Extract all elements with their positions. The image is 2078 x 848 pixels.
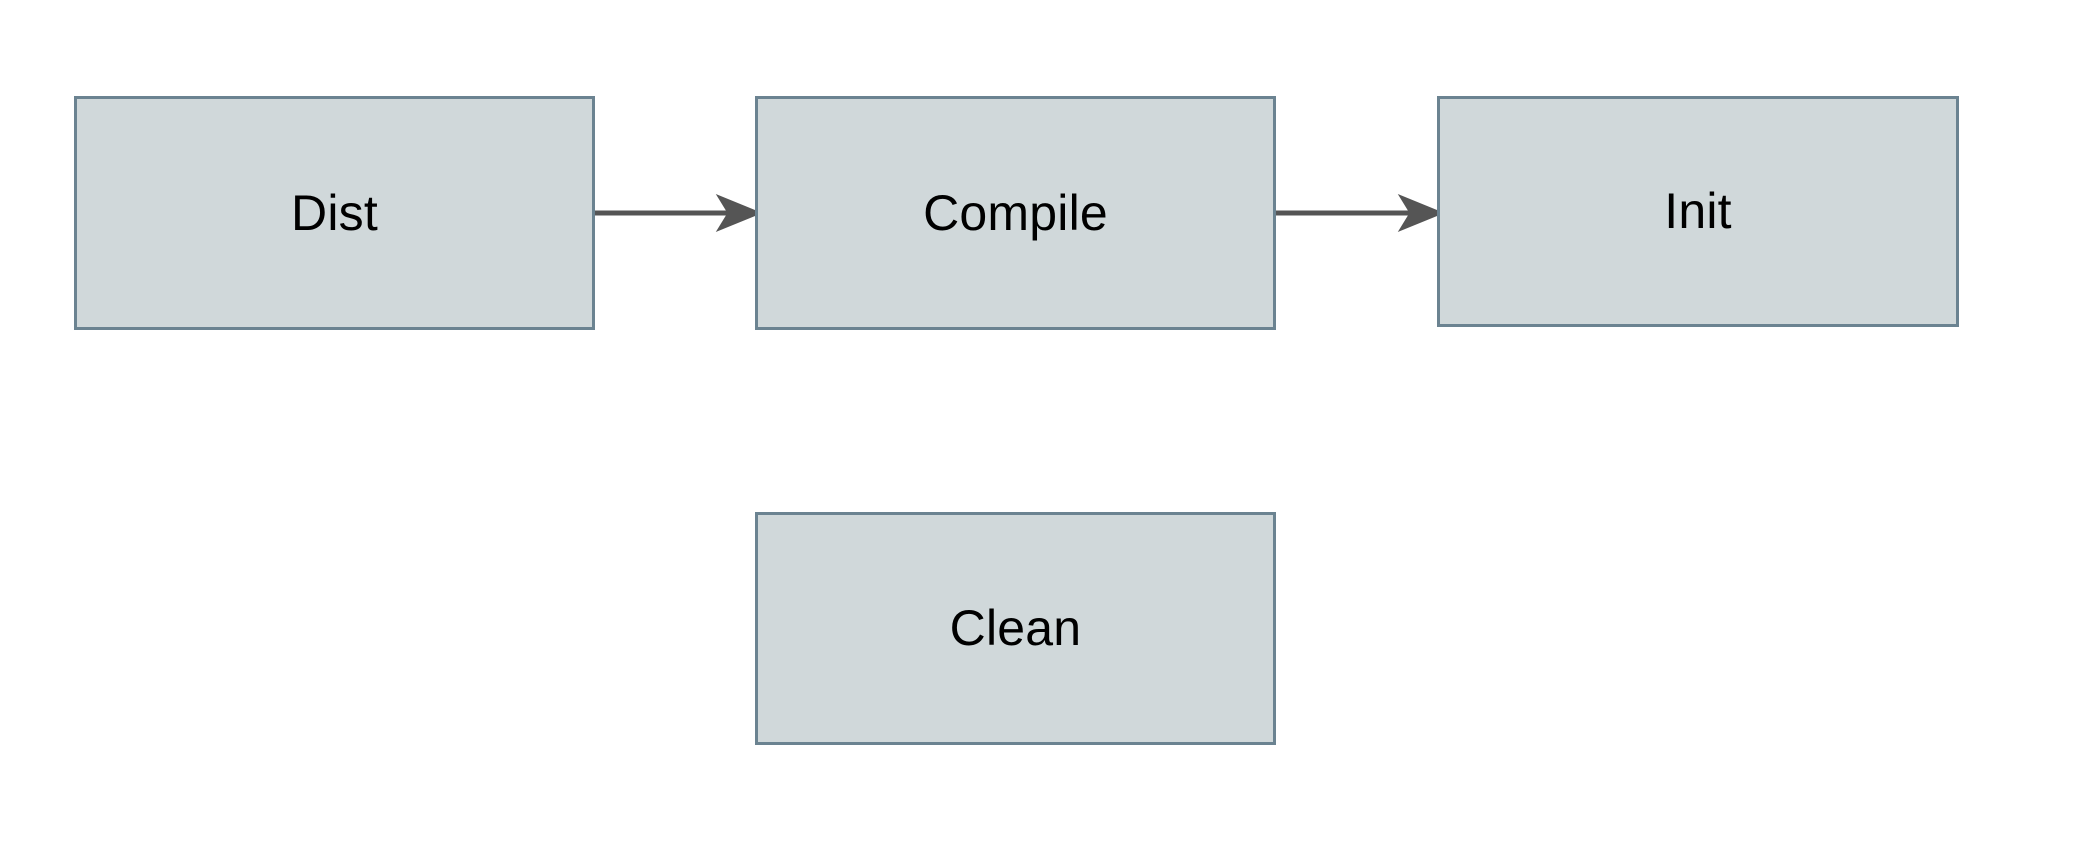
node-clean-label: Clean: [949, 600, 1082, 656]
node-compile[interactable]: Compile: [755, 96, 1276, 330]
node-init[interactable]: Init: [1437, 96, 1959, 327]
node-clean[interactable]: Clean: [755, 512, 1276, 745]
node-dist[interactable]: Dist: [74, 96, 595, 330]
node-init-label: Init: [1664, 183, 1732, 239]
edge-dist-to-compile[interactable]: [595, 192, 763, 234]
node-dist-label: Dist: [291, 184, 378, 241]
node-compile-label: Compile: [923, 184, 1108, 241]
edge-compile-to-init[interactable]: [1276, 192, 1445, 234]
